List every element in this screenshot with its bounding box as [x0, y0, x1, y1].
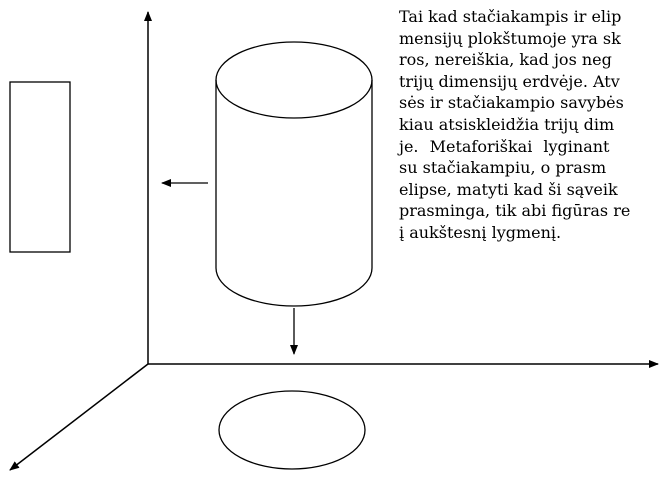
rectangle-projection	[9, 81, 71, 253]
text-line: Tai kad stačiakampis ir elip	[399, 7, 622, 26]
depth-axis	[9, 363, 149, 471]
description-text: Tai kad stačiakampis ir elip mensijų plo…	[399, 6, 660, 244]
text-line: kiau atsiskleidžia trijų dim	[399, 114, 615, 134]
text-line: mensijų plokštumoje yra sk	[399, 28, 621, 48]
text-line: trijų dimensijų erdvėje. Atv	[399, 71, 620, 91]
text-line: su stačiakampiu, o prasm	[399, 158, 607, 178]
text-line: je. Metaforiškai lyginant	[399, 136, 610, 156]
cylinder-top	[215, 41, 373, 119]
text-line: ros, nereiškia, kad jos neg	[399, 50, 612, 70]
text-line: sės ir stačiakampio savybės	[399, 93, 624, 113]
text-line: elipse, matyti kad ši sąveik	[399, 179, 618, 199]
cylinder-bottom-arc	[215, 267, 373, 307]
cylinder	[215, 41, 373, 307]
text-line: prasminga, tik abi figūras re	[399, 201, 631, 221]
ellipse-projection	[218, 390, 366, 470]
text-line: į aukštesnį lygmenį.	[399, 222, 562, 242]
